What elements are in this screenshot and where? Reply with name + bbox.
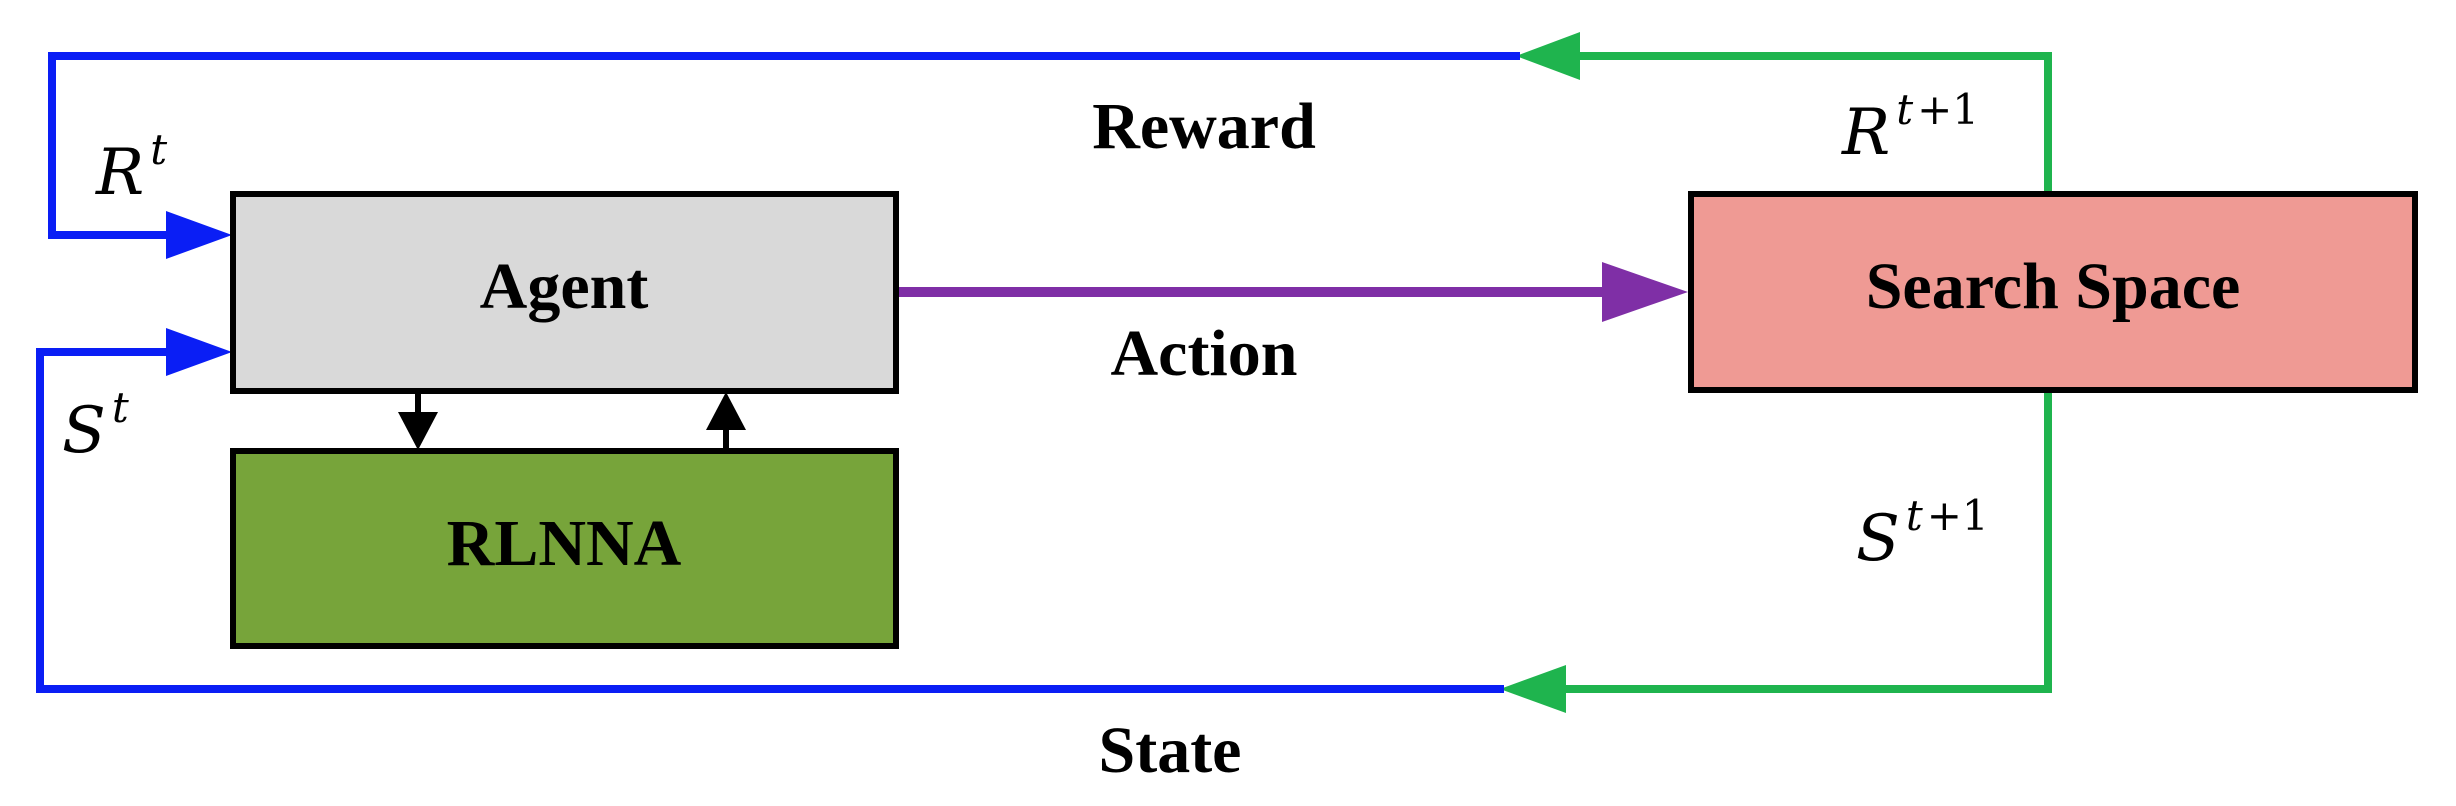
reward-line-blue bbox=[48, 52, 1520, 239]
state-t-sup: t bbox=[112, 383, 129, 432]
search-space-node: Search Space bbox=[1688, 191, 2418, 393]
state-arrowhead-green bbox=[1500, 665, 1566, 713]
state-arrowhead-blue bbox=[166, 328, 232, 376]
agent-to-rlnna-edge bbox=[398, 392, 438, 450]
state-line-green bbox=[1555, 390, 2052, 693]
agent-box bbox=[230, 191, 899, 394]
state-line-blue bbox=[36, 348, 1504, 693]
agent-to-rlnna-arrowhead bbox=[398, 412, 438, 450]
state-t1-sup-rest: +1 bbox=[1927, 491, 1989, 540]
rlnna-to-agent-edge bbox=[706, 392, 746, 450]
state-t1-sup-var: t bbox=[1906, 491, 1923, 540]
agent-label: Agent bbox=[480, 250, 649, 323]
reward-t1-sup-var: t bbox=[1896, 85, 1913, 134]
action-arrowhead bbox=[1602, 262, 1688, 322]
reward-t1-sup-rest: +1 bbox=[1917, 85, 1979, 134]
reward-t-base: R bbox=[95, 136, 144, 210]
action-edge bbox=[896, 262, 1688, 322]
search-space-box bbox=[1688, 191, 2418, 393]
reward-line-green bbox=[1574, 52, 2052, 196]
rlnna-node: RLNNA bbox=[230, 448, 899, 649]
rlnna-to-agent-arrowhead bbox=[706, 392, 746, 430]
reward-label: Reward bbox=[1092, 90, 1316, 163]
rlnna-box bbox=[230, 448, 899, 649]
reward-arrowhead-green bbox=[1516, 32, 1580, 80]
reward-t-sup: t bbox=[150, 125, 167, 174]
state-t1-base: S bbox=[1856, 502, 1900, 576]
state-edge bbox=[36, 328, 2052, 713]
rlnna-label: RLNNA bbox=[447, 507, 682, 580]
action-label: Action bbox=[1111, 317, 1298, 390]
reward-arrowhead-blue bbox=[166, 211, 232, 259]
agent-node: Agent bbox=[230, 191, 899, 394]
reward-edge bbox=[48, 32, 2052, 259]
state-label: State bbox=[1099, 714, 1242, 787]
search-space-label: Search Space bbox=[1866, 250, 2241, 323]
state-t-base: S bbox=[62, 394, 106, 468]
reward-t1-base: R bbox=[1841, 96, 1890, 170]
